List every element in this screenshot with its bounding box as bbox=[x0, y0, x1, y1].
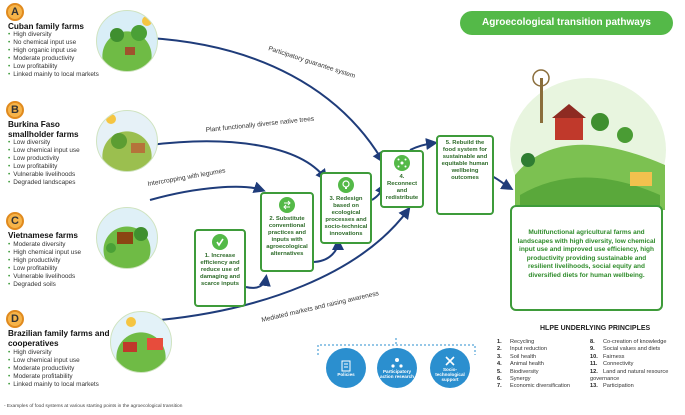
step-1-label: 1. Increase efficiency and reduce use of… bbox=[200, 253, 240, 287]
farm-d-item: Moderate productivity bbox=[8, 365, 99, 373]
step-4-box: 4. Reconnect and redistribute bbox=[380, 150, 424, 208]
path-d-arrow bbox=[159, 206, 411, 321]
path-label-a: Participatory guarantee system bbox=[267, 45, 356, 80]
support-bracket bbox=[317, 344, 476, 355]
swap-icon bbox=[279, 197, 295, 213]
farm-title-a: Cuban family farms bbox=[8, 22, 84, 31]
farm-a-item: High diversity bbox=[8, 31, 99, 39]
farm-list-a: High diversity No chemical input use Hig… bbox=[8, 31, 99, 79]
principle-item: 9.Social values and diets bbox=[590, 346, 661, 353]
farm-d-item: Moderate profitability bbox=[8, 373, 99, 381]
farm-a-item: Low profitability bbox=[8, 63, 99, 71]
farm-d-item: Linked mainly to local markets bbox=[8, 381, 99, 389]
farm-b-item: Low productivity bbox=[8, 155, 80, 163]
principle-item: 1.Recycling bbox=[497, 339, 535, 345]
farm-title-d: Brazilian family farms and cooperatives bbox=[8, 329, 110, 348]
farm-b-item: Low profitability bbox=[8, 163, 80, 171]
farm-c-item: High chemical input use bbox=[8, 249, 81, 257]
principles-title: HLPE UNDERLYING PRINCIPLES bbox=[540, 325, 651, 332]
step-3-box: 3. Redesign based on ecological processe… bbox=[320, 172, 372, 244]
principle-item: 12.Land and natural resource governance bbox=[590, 368, 669, 383]
step-2-box: 2. Substitute conventional practices and… bbox=[260, 192, 314, 272]
principle-item: 3.Soil health bbox=[497, 353, 537, 360]
principle-item: 4.Animal health bbox=[497, 361, 544, 368]
lightbulb-icon bbox=[338, 177, 354, 193]
farm-c-item: High productivity bbox=[8, 257, 81, 265]
path-label-c: Intercropping with legumes bbox=[147, 167, 227, 188]
outcome-text: Multifunctional agricultural farms and l… bbox=[517, 229, 656, 279]
support-label: Policies bbox=[337, 371, 355, 377]
farm-a-item: No chemical input use bbox=[8, 39, 99, 47]
farm-a-scene-icon bbox=[110, 16, 152, 55]
support-label: Socio-technological support bbox=[435, 366, 465, 382]
diagram-title: Agroecological transition pathways bbox=[460, 11, 673, 35]
principles-list-right: 8.Co-creation of knowledge 9.Social valu… bbox=[590, 339, 682, 391]
farm-c-scene-icon bbox=[106, 227, 148, 253]
step2-to-3-arrow bbox=[311, 238, 344, 263]
farm-c-item: Low profitability bbox=[8, 265, 81, 273]
farm-d-illustration bbox=[110, 311, 172, 373]
farm-c-item: Degraded soils bbox=[8, 281, 81, 289]
farm-b-item: Low diversity bbox=[8, 139, 80, 147]
farm-title-b: Burkina Faso smallholder farms bbox=[8, 120, 79, 139]
farm-b-scene-icon bbox=[106, 114, 145, 153]
farm-title-c: Vietnamese farms bbox=[8, 231, 78, 240]
socio-tech-support-circle: Socio-technological support bbox=[430, 348, 470, 388]
farm-d-item: High diversity bbox=[8, 349, 99, 357]
farm-letter-d: D bbox=[6, 310, 24, 328]
step-2-label: 2. Substitute conventional practices and… bbox=[266, 216, 308, 257]
participatory-research-circle: Participatory action research bbox=[377, 348, 417, 388]
farm-letter-a: A bbox=[6, 3, 24, 21]
path-b-arrow bbox=[149, 140, 328, 182]
farm-b-illustration bbox=[96, 110, 158, 172]
principle-item: 13.Participation bbox=[590, 383, 634, 390]
principle-item: 2.Input reduction bbox=[497, 346, 548, 353]
farm-a-item: High organic input use bbox=[8, 47, 99, 55]
step-5-box: 5. Rebuild the food system for sustainab… bbox=[436, 135, 494, 215]
step-4-label: 4. Reconnect and redistribute bbox=[385, 174, 419, 201]
farm-b-item: Vulnerable livelihoods bbox=[8, 171, 80, 179]
farm-c-item: Moderate diversity bbox=[8, 241, 81, 249]
principle-item: 6.Synergy bbox=[497, 376, 531, 383]
farm-list-d: High diversity Low chemical input use Mo… bbox=[8, 349, 99, 389]
farm-c-illustration bbox=[96, 207, 158, 269]
path-c-arrow bbox=[149, 181, 266, 201]
step-3-label: 3. Redesign based on ecological processe… bbox=[324, 196, 368, 237]
policies-circle: Policies bbox=[326, 348, 366, 388]
farm-a-illustration bbox=[96, 10, 158, 72]
farm-list-b: Low diversity Low chemical input use Low… bbox=[8, 139, 80, 187]
path-label-b: Plant functionally diverse native trees bbox=[205, 116, 315, 134]
principles-list-left: 1.Recycling 2.Input reduction 3.Soil hea… bbox=[497, 339, 585, 391]
farm-letter-b: B bbox=[6, 101, 24, 119]
principle-item: 10.Fairness bbox=[590, 353, 625, 360]
farm-b-item: Degraded landscapes bbox=[8, 179, 80, 187]
principle-item: 8.Co-creation of knowledge bbox=[590, 339, 667, 345]
step1-to-2-arrow bbox=[245, 274, 271, 289]
step-1-box: 1. Increase efficiency and reduce use of… bbox=[194, 229, 246, 307]
outcome-box: Multifunctional agricultural farms and l… bbox=[510, 205, 663, 311]
step4-to-5-arrow bbox=[409, 138, 438, 151]
people-network-icon bbox=[391, 358, 403, 368]
farm-b-item: Low chemical input use bbox=[8, 147, 79, 155]
check-icon bbox=[212, 234, 228, 250]
farm-list-c: Moderate diversity High chemical input u… bbox=[8, 241, 81, 289]
farm-a-item: Linked mainly to local markets bbox=[8, 71, 99, 79]
farm-d-item: Low chemical input use bbox=[8, 357, 99, 365]
path-a-arrow bbox=[149, 37, 385, 164]
principle-item: 5.Biodiversity bbox=[497, 368, 539, 375]
policy-document-icon bbox=[341, 360, 351, 371]
principle-item: 11.Connectivity bbox=[590, 361, 634, 368]
farm-letter-c: C bbox=[6, 212, 24, 230]
footnote: - Examples of food systems at various st… bbox=[4, 404, 183, 409]
farm-a-item: Moderate productivity bbox=[8, 55, 99, 63]
agroecological-landscape-illustration bbox=[510, 69, 666, 222]
network-icon bbox=[394, 155, 410, 171]
farm-c-item: Vulnerable livelihoods bbox=[8, 273, 81, 281]
step-5-label: 5. Rebuild the food system for sustainab… bbox=[441, 140, 489, 181]
support-label: Participatory action research bbox=[380, 369, 414, 379]
principle-item: 7.Economic diversification bbox=[497, 383, 571, 390]
tools-icon bbox=[445, 355, 455, 366]
farm-d-scene-icon bbox=[123, 317, 163, 352]
